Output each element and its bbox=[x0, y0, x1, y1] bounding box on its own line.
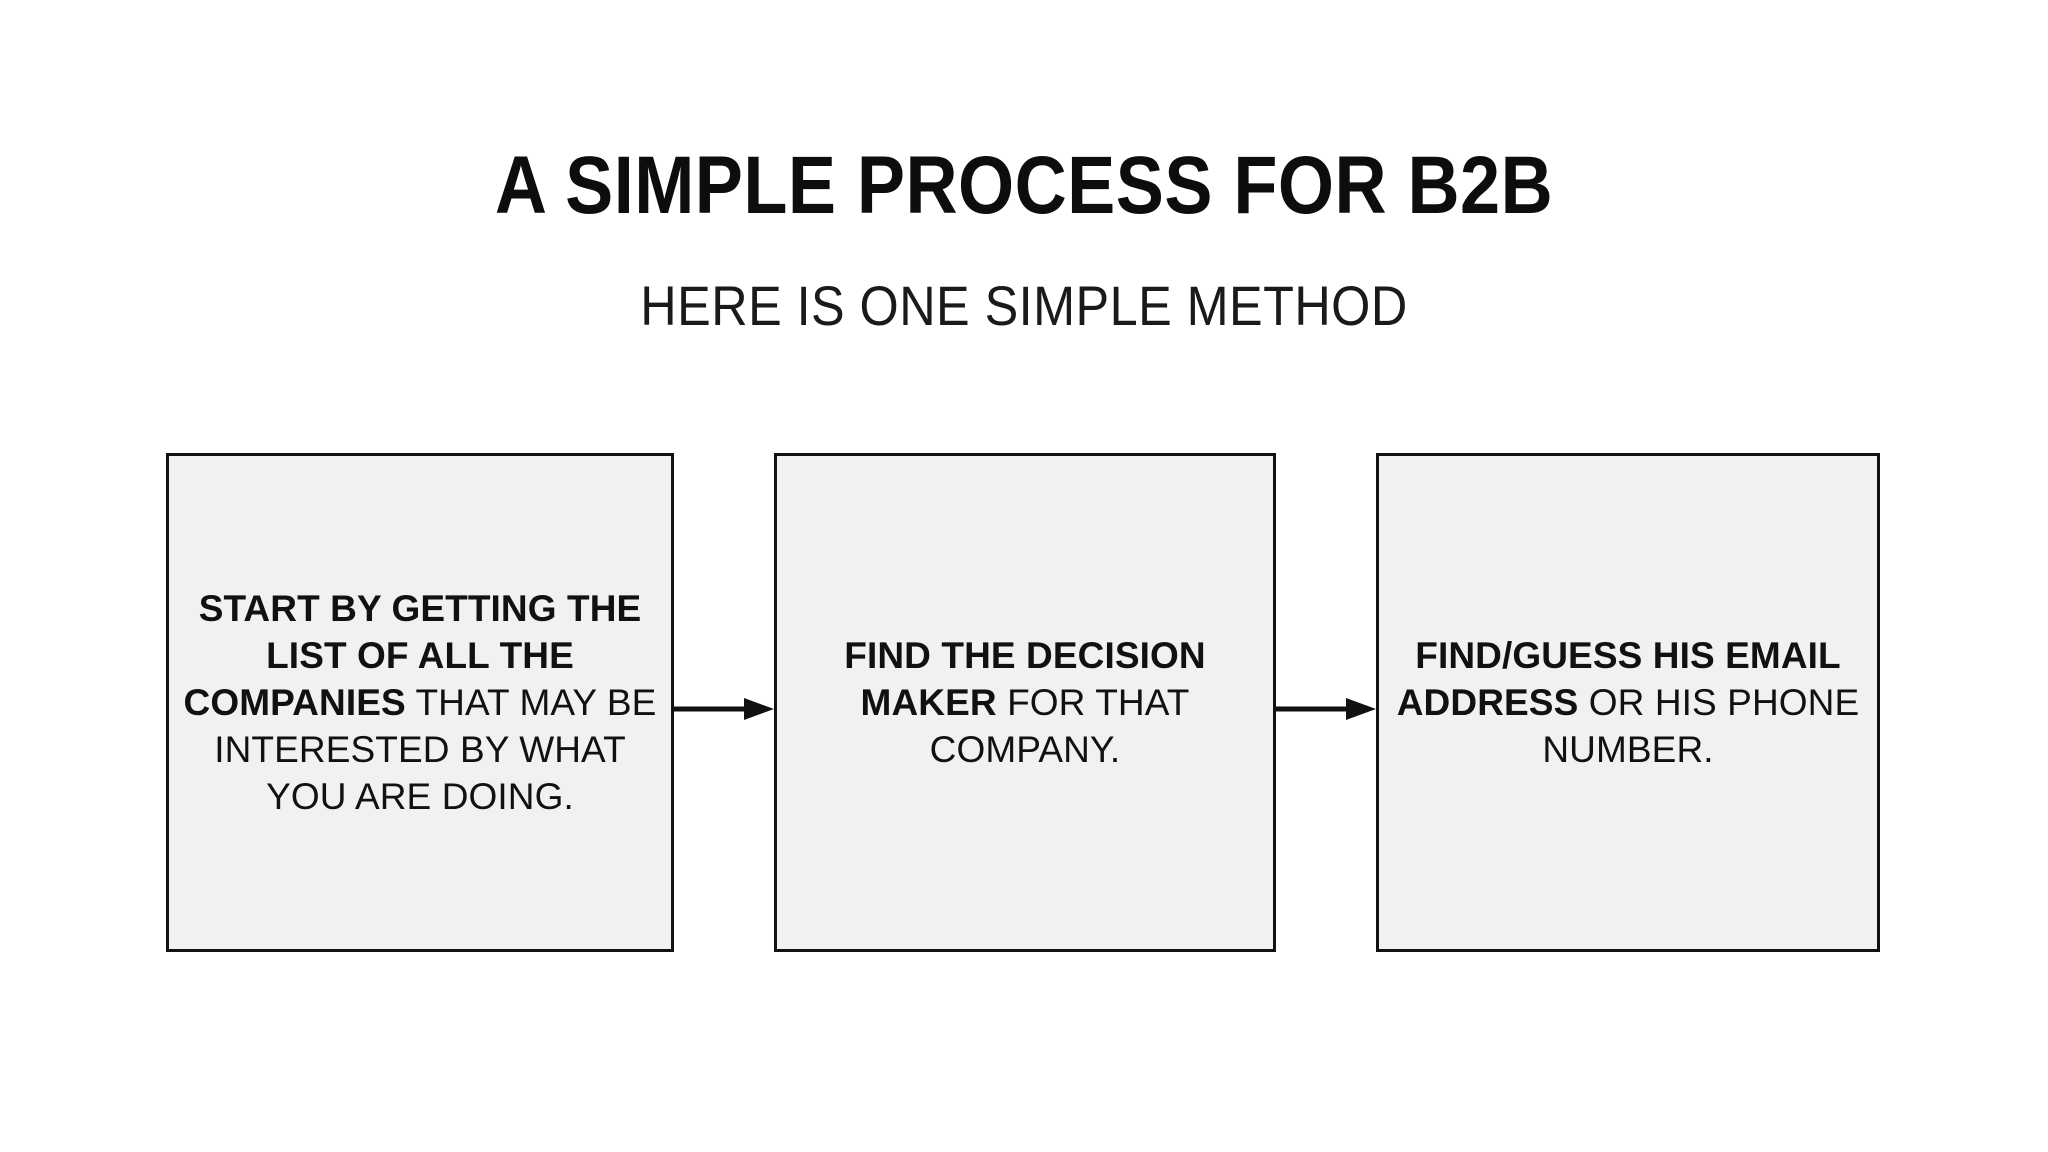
page-subtitle: HERE IS ONE SIMPLE METHOD bbox=[640, 274, 1408, 337]
process-step-3[interactable]: FIND/GUESS HIS EMAIL ADDRESS OR HIS PHON… bbox=[1376, 453, 1880, 952]
process-step-3-rest: OR HIS PHONE NUMBER. bbox=[1542, 682, 1860, 770]
process-step-2[interactable]: FIND THE DECISION MAKER FOR THAT COMPANY… bbox=[774, 453, 1276, 952]
process-step-1-text: START BY GETTING THE LIST OF ALL THE COM… bbox=[169, 585, 671, 820]
process-step-3-emphasis: FIND/GUESS HIS EMAIL ADDRESS bbox=[1396, 635, 1841, 723]
process-step-1-emphasis: START BY GETTING THE LIST OF ALL THE COM… bbox=[183, 588, 642, 723]
arrow-right-icon-1 bbox=[674, 698, 774, 720]
process-step-1[interactable]: START BY GETTING THE LIST OF ALL THE COM… bbox=[166, 453, 674, 952]
process-step-3-text: FIND/GUESS HIS EMAIL ADDRESS OR HIS PHON… bbox=[1379, 632, 1877, 773]
page-title: A SIMPLE PROCESS FOR B2B bbox=[494, 140, 1554, 231]
process-step-2-rest: FOR THAT COMPANY. bbox=[929, 682, 1190, 770]
process-step-2-emphasis: FIND THE DECISION MAKER bbox=[844, 635, 1206, 723]
arrow-right-icon-2 bbox=[1276, 698, 1376, 720]
process-step-2-text: FIND THE DECISION MAKER FOR THAT COMPANY… bbox=[777, 632, 1273, 773]
process-step-1-rest: THAT MAY BE INTERESTED BY WHAT YOU ARE D… bbox=[214, 682, 657, 817]
